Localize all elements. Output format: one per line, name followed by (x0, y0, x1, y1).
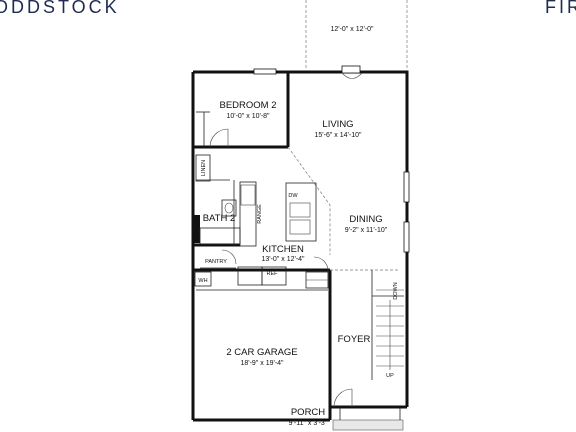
pantry (200, 249, 237, 269)
up-label: UP (386, 373, 394, 379)
kitchen-dims: 13'-0" x 12'-4" (261, 256, 305, 263)
wh-label: WH (198, 278, 207, 284)
dw-label: DW (288, 193, 298, 199)
bedroom-walls (193, 72, 290, 149)
garage-dims: 18'-9" x 19'-4" (240, 360, 284, 367)
linen-label: LINEN (201, 160, 207, 176)
kitchen-counter-left (233, 180, 257, 247)
range-label: RANGE (257, 204, 263, 224)
pantry-label: PANTRY (205, 259, 227, 265)
patio-door (341, 72, 363, 79)
dining-name: DINING (349, 214, 382, 225)
living-name: LIVING (322, 119, 353, 130)
down-label: DOWN (393, 282, 399, 299)
floor-title: FIR (545, 0, 576, 17)
garage-name: 2 CAR GARAGE (226, 347, 297, 358)
windows (253, 65, 410, 253)
living-dims: 15'-6" x 14'-10" (315, 132, 362, 139)
front-door (333, 388, 353, 408)
kitchen-name: KITCHEN (262, 244, 304, 255)
linen-closet (195, 154, 211, 182)
foyer-name: FOYER (338, 334, 371, 345)
bath-walls (193, 179, 241, 247)
brand-title: ODDSTOCK (0, 0, 120, 17)
ref-label: REF (267, 271, 279, 277)
dining-dims: 9'-2" x 11'-10" (345, 227, 388, 234)
bedroom-2-dims: 10'-0" x 10'-8" (226, 113, 270, 120)
patio-outline (305, 0, 408, 70)
garage-steps (305, 256, 329, 289)
water-heater (194, 271, 212, 287)
porch-dims: 9'-11" x 3'-3" (289, 420, 328, 427)
porch (332, 407, 404, 431)
patio-dims: 12'-0" x 12'-0" (330, 26, 374, 33)
stairs (371, 270, 404, 380)
kitchen-boundary (287, 146, 400, 271)
bath-2-name: BATH 2 (203, 213, 236, 224)
bedroom-2-name: BEDROOM 2 (219, 100, 276, 111)
porch-name: PORCH (291, 407, 325, 418)
kitchen-island (285, 182, 317, 242)
kitchen-lower-wall (193, 266, 330, 286)
